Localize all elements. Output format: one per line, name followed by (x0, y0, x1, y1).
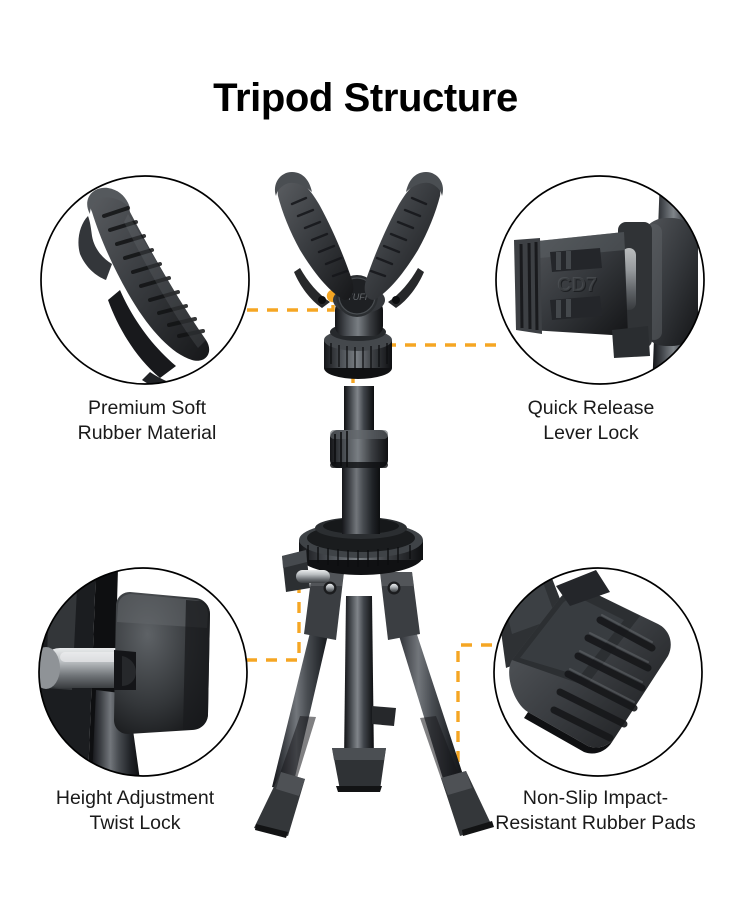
rubber-grip-icon (90, 189, 210, 361)
callout-circle-quick-release: CD7 CD7 (495, 175, 705, 385)
connector-height-adjustment (246, 580, 301, 662)
caption-quick-release-lever-lock: Quick Release Lever Lock (527, 397, 655, 444)
callout-circle-premium-soft-rubber (40, 175, 250, 385)
caption-height-adjustment-twist-lock: Height Adjustment Twist Lock (55, 787, 215, 834)
connector-premium-soft-rubber (247, 297, 335, 312)
callout-circle-height-adjustment (38, 567, 248, 777)
tripod-hub (282, 517, 423, 640)
product-photo-tripod: YUFI (254, 172, 494, 838)
quick-release-lever-icon (528, 232, 628, 336)
tripod-leg-right (388, 600, 468, 795)
v-yoke-rest (274, 172, 444, 308)
tripod-legs (254, 596, 494, 838)
caption-premium-soft-rubber-material: Premium Soft Rubber Material (77, 397, 217, 444)
yoke-hub: YUFI (333, 275, 385, 336)
rubber-foot-pad-icon (509, 588, 671, 748)
svg-text:CD7: CD7 (557, 274, 597, 296)
center-column (330, 386, 388, 534)
swivel-collar (324, 323, 392, 379)
callout-circle-rubber-pads (493, 567, 703, 777)
anchor-dot-swivel-collar (346, 343, 360, 357)
twist-lock-collar (330, 430, 388, 468)
tripod-leg-center (344, 596, 374, 762)
connector-lines (246, 297, 496, 806)
quick-release-lever (282, 550, 330, 592)
anchor-dot-yoke-grip (326, 289, 340, 303)
anchor-dot-twist-collar (346, 445, 360, 459)
yoke-arm-left (277, 179, 354, 300)
brand-mark: YUFI (347, 292, 368, 302)
yoke-arm-right (364, 179, 441, 300)
connector-anchor-dots (292, 289, 465, 815)
twist-lock-knob-icon (114, 592, 210, 734)
caption-non-slip-impact-resistant-rubber-pads: Non-Slip Impact- Resistant Rubber Pads (495, 787, 696, 834)
page-title: Tripod Structure (213, 76, 518, 120)
connector-rubber-pads (456, 643, 492, 806)
lever-emboss-text: CD7 (558, 275, 598, 297)
tripod-leg-left (272, 600, 336, 790)
rubber-foot-center (332, 748, 386, 790)
anchor-dot-lever-lock (292, 571, 306, 585)
